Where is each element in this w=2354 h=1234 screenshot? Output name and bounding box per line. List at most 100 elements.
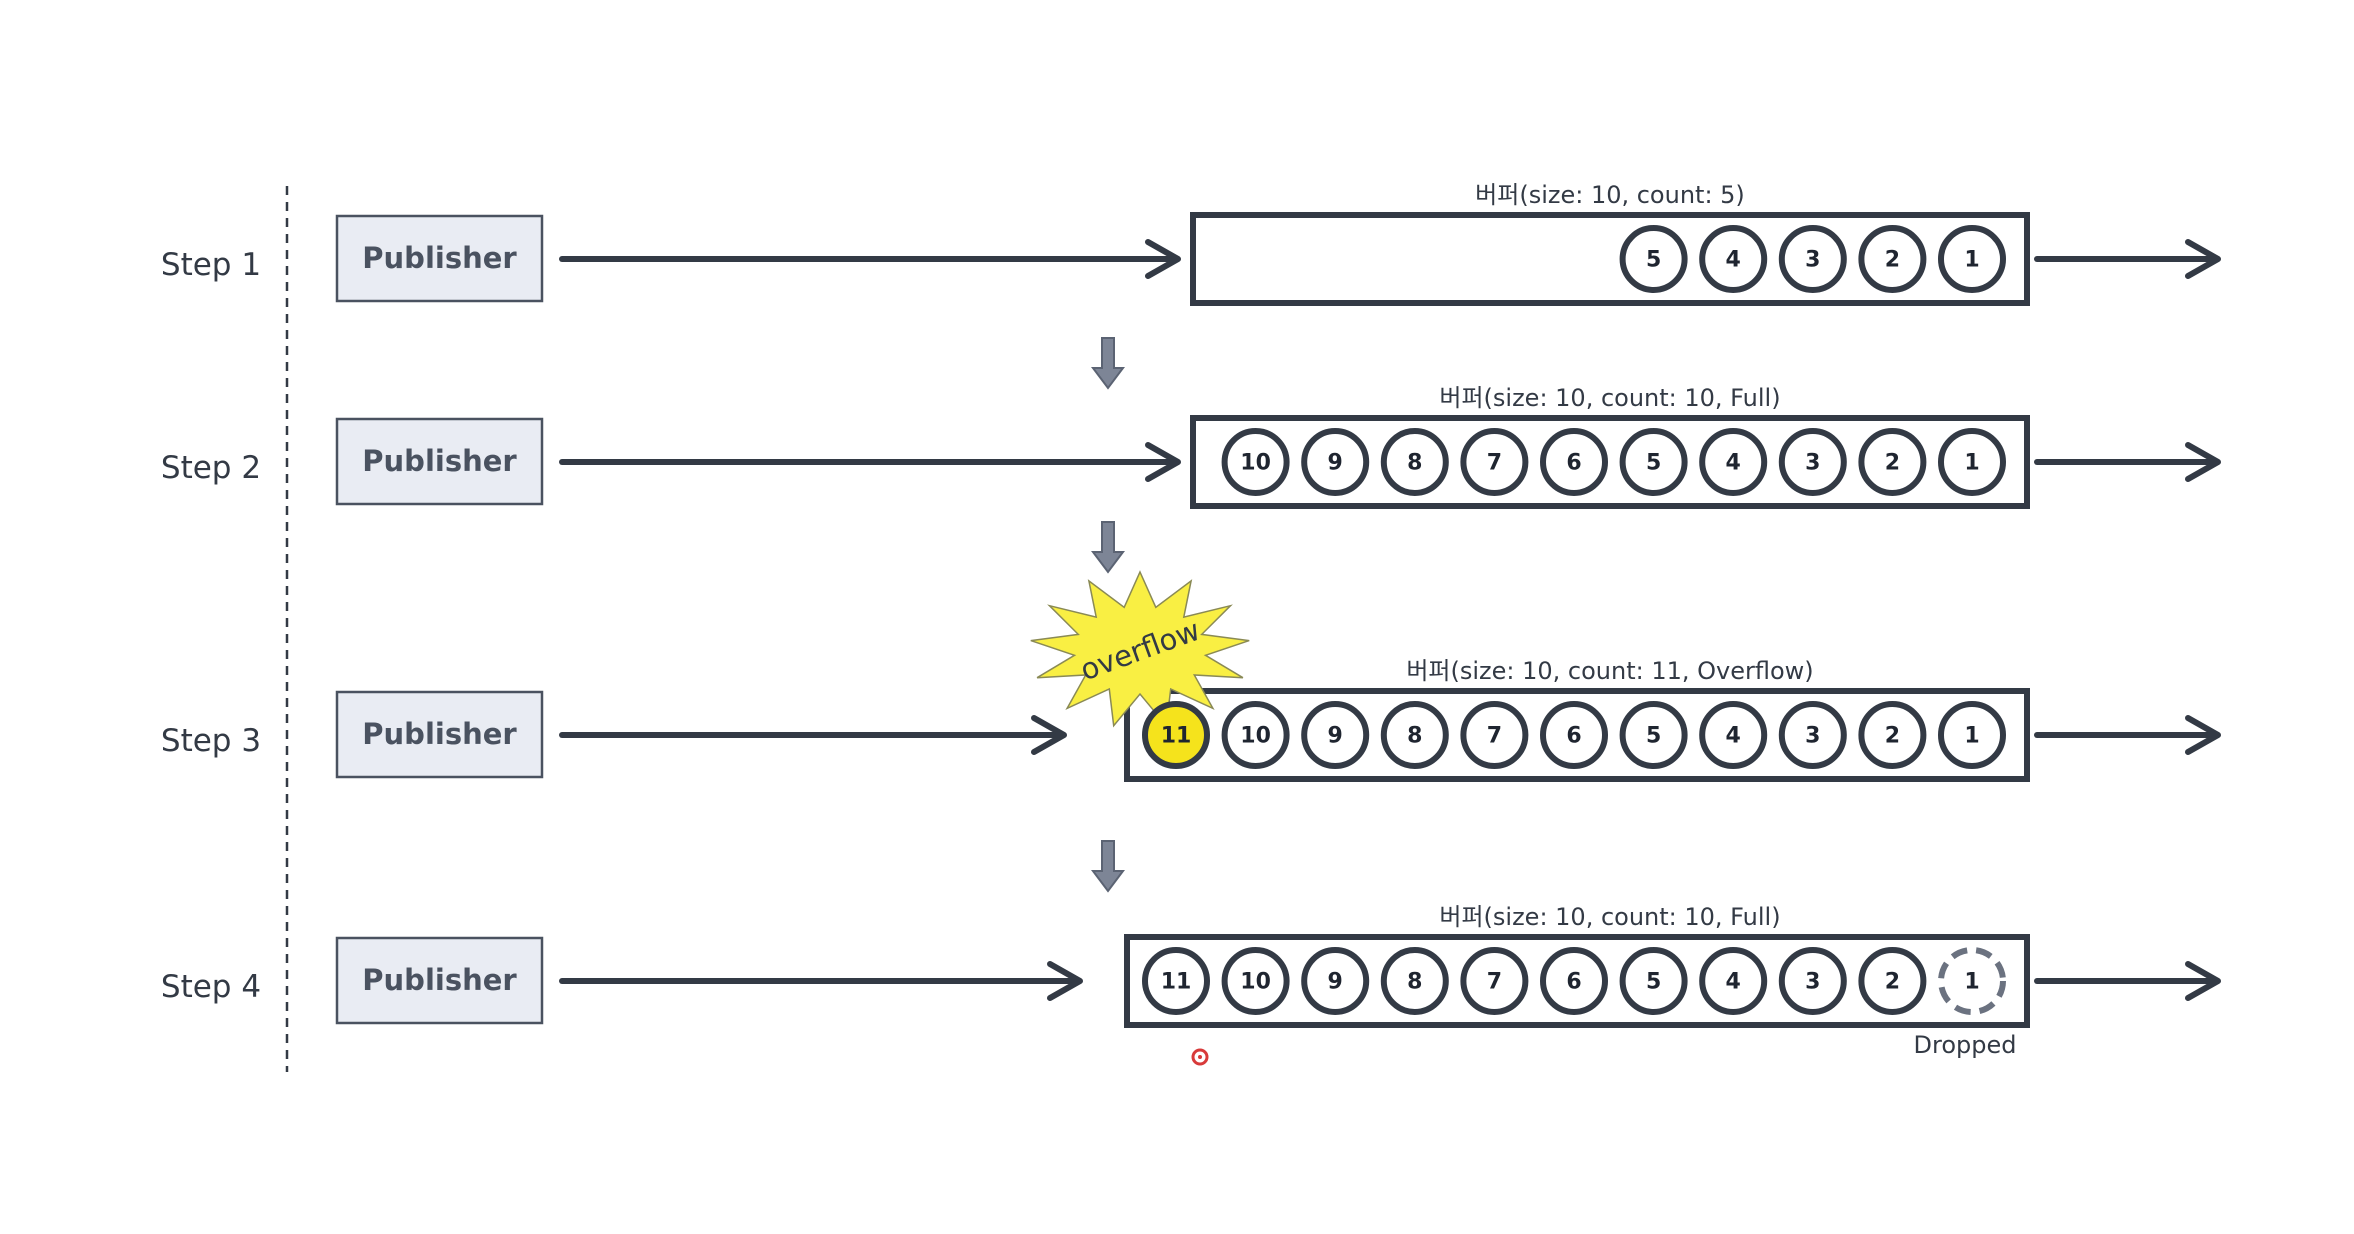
step-3-ball-7-circle (1460, 701, 1529, 769)
step-4-ball-9: 9 (1301, 947, 1370, 1015)
step-2-ball-4-label: 4 (1726, 451, 1741, 476)
step-2-ball-10-circle (1221, 428, 1290, 496)
step-2-ball-5-circle (1619, 428, 1688, 496)
step-1-ball-2-label: 2 (1885, 248, 1900, 273)
step-3-ball-6-label: 6 (1566, 724, 1581, 749)
down-arrow-3-4-shape (1091, 840, 1125, 893)
step-1-publisher-label: Publisher (362, 241, 517, 275)
step-4-ball-7: 7 (1460, 947, 1529, 1015)
step-3-ball-4-circle (1699, 701, 1768, 769)
step-2-ball-2: 2 (1858, 428, 1927, 496)
step-1-ball-5-circle (1619, 225, 1688, 293)
step-3-label: Step 3 (161, 723, 261, 759)
step-3-ball-1-label: 1 (1964, 724, 1979, 749)
step-4-ball-2-circle (1858, 947, 1927, 1015)
step-3-ball-10-circle (1221, 701, 1290, 769)
step-3-ball-3-label: 3 (1805, 724, 1820, 749)
step-1-buffer-caption: 버퍼(size: 10, count: 5) (1475, 181, 1745, 209)
step-4-ball-10-label: 10 (1240, 970, 1271, 995)
step-2-ball-3: 3 (1778, 428, 1847, 496)
step-4-ball-6-label: 6 (1566, 970, 1581, 995)
step-2-consume-arrow (2034, 442, 2221, 482)
step-2-publish-arrow (559, 442, 1181, 482)
step-2-ball-4-circle (1699, 428, 1768, 496)
step-4-ball-8-label: 8 (1407, 970, 1422, 995)
step-3-publisher-box (335, 690, 544, 779)
step-3-ball-3-circle (1778, 701, 1847, 769)
step-4-buffer-caption: 버퍼(size: 10, count: 10, Full) (1439, 903, 1780, 931)
step-2-publisher-label: Publisher (362, 444, 517, 478)
step-3-ball-5-label: 5 (1646, 724, 1661, 749)
step-2-ball-8: 8 (1380, 428, 1449, 496)
step-2-ball-6-label: 6 (1566, 451, 1581, 476)
step-2-ball-8-label: 8 (1407, 451, 1422, 476)
step-4-ball-10: 10 (1221, 947, 1290, 1015)
step-2-ball-2-label: 2 (1885, 451, 1900, 476)
step-2-ball-9-label: 9 (1328, 451, 1343, 476)
down-arrow-1-2 (1091, 337, 1125, 390)
step-4-ball-2-label: 2 (1885, 970, 1900, 995)
step-3-ball-8-circle (1380, 701, 1449, 769)
step-4-ball-2: 2 (1858, 947, 1927, 1015)
step-1-ball-1-circle (1938, 225, 2006, 293)
step-2-ball-1-label: 1 (1964, 451, 1979, 476)
step-3-ball-4-label: 4 (1726, 724, 1741, 749)
step-3-ball-5-circle (1619, 701, 1688, 769)
step-3-publisher-label: Publisher (362, 717, 517, 751)
step-4-ball-3-label: 3 (1805, 970, 1820, 995)
step-3-ball-1-circle (1938, 701, 2006, 769)
step-1-publisher-box (335, 214, 544, 303)
step-2-ball-5: 5 (1619, 428, 1688, 496)
step-1-ball-4-label: 4 (1726, 248, 1741, 273)
step-3-ball-9: 9 (1301, 701, 1370, 769)
step-3-publish-arrow (559, 715, 1067, 755)
step-1-ball-2: 2 (1858, 225, 1927, 293)
step-2-buffer-caption: 버퍼(size: 10, count: 10, Full) (1439, 384, 1780, 412)
step-4-ball-6-circle (1540, 947, 1608, 1015)
down-arrow-2-3 (1091, 521, 1125, 574)
step-4-ball-3-circle (1778, 947, 1847, 1015)
step-1-consume-arrow-head (2185, 239, 2221, 279)
cursor-dot-center (1198, 1055, 1202, 1059)
step-3-ball-1: 1 (1938, 701, 2006, 769)
step-4-ball-5-label: 5 (1646, 970, 1661, 995)
step-2-consume-arrow-head (2185, 442, 2221, 482)
step-1-ball-3: 3 (1778, 225, 1847, 293)
step-4-ball-6: 6 (1540, 947, 1608, 1015)
step-4-ball-7-circle (1460, 947, 1529, 1015)
step-4-ball-9-circle (1301, 947, 1370, 1015)
step-2-publish-arrow-head (1145, 442, 1181, 482)
step-1-ball-5: 5 (1619, 225, 1688, 293)
step-3-ball-11-label: 11 (1161, 724, 1192, 749)
step-2-ball-6: 6 (1540, 428, 1608, 496)
step-2-ball-1: 1 (1938, 428, 2006, 496)
step-4-publish-arrow-head (1047, 961, 1083, 1001)
overflow-burst (1030, 570, 1250, 728)
step-4-ball-5-circle (1619, 947, 1688, 1015)
step-1-ball-1: 1 (1938, 225, 2006, 293)
step-2-label: Step 2 (161, 450, 261, 486)
step-4-ball-4: 4 (1699, 947, 1768, 1015)
step-1-ball-2-circle (1858, 225, 1927, 293)
step-3-ball-11: 11 (1142, 701, 1210, 769)
step-4-ball-3: 3 (1778, 947, 1847, 1015)
step-4-dropped-label: Dropped (1914, 1031, 2017, 1059)
step-4-publisher-label: Publisher (362, 963, 517, 997)
step-2-ball-7-label: 7 (1487, 451, 1502, 476)
step-2-ball-4: 4 (1699, 428, 1768, 496)
down-arrow-2-3-shape (1091, 521, 1125, 574)
step-3-ball-6: 6 (1540, 701, 1608, 769)
step-4-ball-4-circle (1699, 947, 1768, 1015)
step-4-ball-1-label: 1 (1964, 970, 1979, 995)
step-2-ball-3-circle (1778, 428, 1847, 496)
step-2-ball-10: 10 (1221, 428, 1290, 496)
step-3-ball-10: 10 (1221, 701, 1290, 769)
step-3-ball-2-circle (1858, 701, 1927, 769)
step-4-ball-8-circle (1380, 947, 1449, 1015)
step-3-ball-9-circle (1301, 701, 1370, 769)
step-2-ball-2-circle (1858, 428, 1927, 496)
step-3-ball-7-label: 7 (1487, 724, 1502, 749)
step-2-ball-9: 9 (1301, 428, 1370, 496)
step-2-ball-3-label: 3 (1805, 451, 1820, 476)
step-4-ball-5: 5 (1619, 947, 1688, 1015)
